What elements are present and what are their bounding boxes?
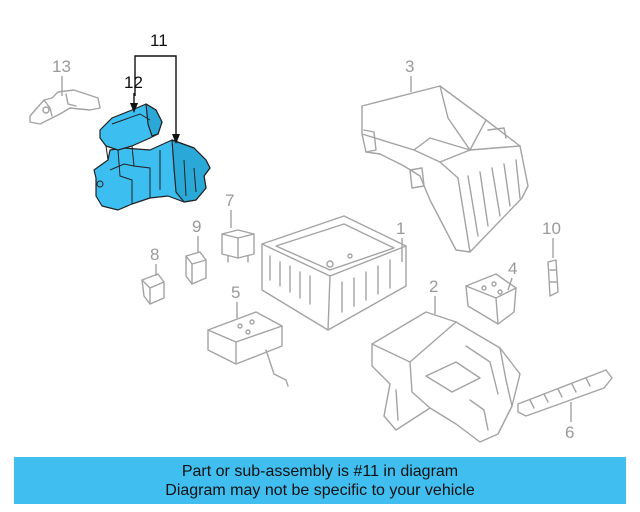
part-1-fuse-box[interactable] — [261, 215, 407, 331]
callout-3: 3 — [405, 57, 414, 76]
info-banner-line-1: Part or sub-assembly is #11 in diagram — [181, 462, 459, 480]
arrow-11-icon — [172, 134, 180, 144]
part-5-connector-box[interactable] — [207, 311, 289, 387]
callout-6: 6 — [565, 423, 574, 442]
part-6-cover-strip[interactable] — [517, 369, 613, 417]
info-banner-line-2: Diagram may not be specific to your vehi… — [165, 481, 475, 499]
part-3-cover[interactable] — [361, 85, 529, 253]
callout-11: 11 — [150, 31, 168, 50]
callout-7: 7 — [225, 191, 234, 210]
info-banner: Part or sub-assembly is #11 in diagram D… — [14, 457, 626, 504]
callout-9: 9 — [192, 217, 201, 236]
leader-4 — [507, 277, 513, 291]
part-8-fuse[interactable] — [141, 273, 165, 305]
callout-4: 4 — [508, 259, 517, 278]
callout-2: 2 — [429, 277, 438, 296]
arrow-12-icon — [130, 103, 138, 113]
part-7-relay[interactable] — [221, 229, 255, 263]
part-13-bracket[interactable] — [29, 89, 101, 125]
part-11-highlighted-assembly[interactable] — [93, 103, 211, 211]
part-2-lower-bracket[interactable] — [371, 311, 521, 443]
callout-10: 10 — [542, 219, 561, 238]
part-9-fuse[interactable] — [185, 251, 207, 285]
leader-11 — [134, 55, 177, 142]
part-4-relay-block[interactable] — [465, 273, 517, 325]
callout-1: 1 — [396, 219, 405, 238]
callout-8: 8 — [150, 245, 159, 264]
callout-13: 13 — [52, 57, 71, 76]
callout-12: 12 — [124, 73, 143, 92]
part-10-clip[interactable] — [547, 259, 559, 297]
callout-5: 5 — [231, 283, 240, 302]
